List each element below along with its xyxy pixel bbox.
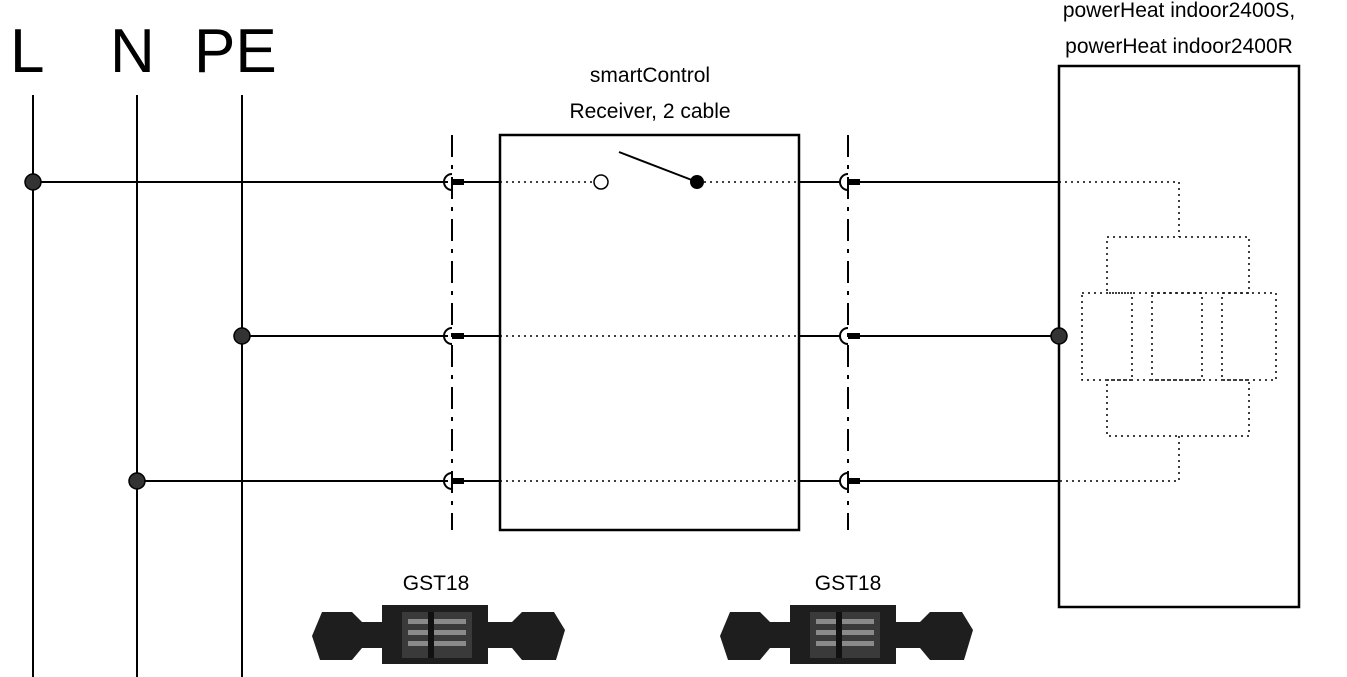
- bus-label-l: L: [10, 17, 44, 86]
- switch-open-contact: [593, 174, 609, 190]
- receiver-title-line1: smartControl: [590, 64, 710, 87]
- connector2-label: GST18: [815, 572, 882, 595]
- heater-pe-junction: [1050, 327, 1068, 345]
- heating-element-3: [1221, 292, 1277, 381]
- connector2-plug-symbols: [839, 173, 860, 490]
- receiver-title-line2: Receiver, 2 cable: [569, 100, 730, 123]
- heater-internal-elements: [1059, 181, 1277, 482]
- switch-blade: [618, 151, 698, 183]
- receiver-box: [498, 133, 801, 532]
- heater-title-line2: powerHeat indoor2400R: [1065, 35, 1293, 58]
- junction-l: [24, 173, 42, 191]
- connector1-label: GST18: [403, 572, 470, 595]
- heater-box: [1057, 64, 1301, 609]
- connector1-image: [312, 605, 565, 664]
- bus-label-pe: PE: [194, 17, 277, 86]
- bus-label-n: N: [110, 17, 155, 86]
- junction-n: [128, 472, 146, 490]
- connector1-plug-symbols: [443, 173, 464, 490]
- connector2-image: [720, 605, 973, 664]
- heating-element-2: [1151, 292, 1203, 381]
- junction-pe: [233, 327, 251, 345]
- heater-title-line1: powerHeat indoor2400S,: [1063, 0, 1295, 22]
- switch-pivot-contact: [690, 175, 704, 189]
